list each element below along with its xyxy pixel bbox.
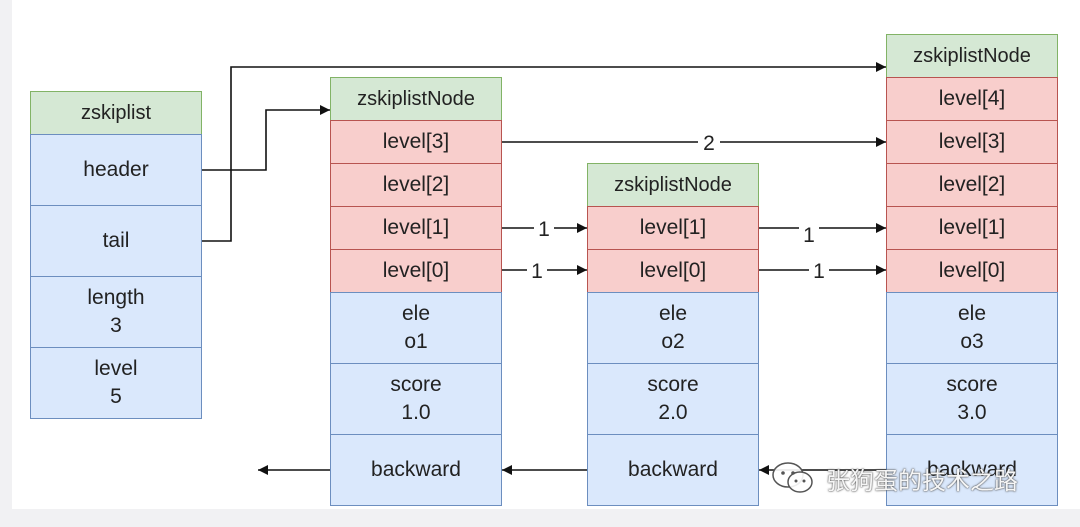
tail-pointer-arrow xyxy=(202,62,886,242)
node-1-ele: ele o1 xyxy=(330,292,502,364)
node-3-title: zskiplistNode xyxy=(886,34,1058,78)
node-3-title-text: zskiplistNode xyxy=(913,45,1031,67)
span-label-node-2-level-1: 1 xyxy=(803,224,815,247)
node-3-level-2: level[2] xyxy=(886,163,1058,207)
node-2-level-0-text: level[0] xyxy=(639,259,707,282)
node-2-ele-label: ele xyxy=(658,302,688,325)
watermark: 张狗蛋的技术之路 xyxy=(770,456,1018,500)
node-1-title-text: zskiplistNode xyxy=(357,88,475,110)
zskiplist-tail-field: tail xyxy=(30,205,202,277)
left-margin-strip xyxy=(0,0,12,527)
zskiplist-level-label: level xyxy=(94,357,138,380)
node-1-backward: backward xyxy=(330,434,502,506)
node-2-score-value: 2.0 xyxy=(658,401,688,424)
zskiplist-length-value: 3 xyxy=(110,314,122,337)
zskiplist-title-text: zskiplist xyxy=(80,102,151,124)
node-1-backward-text: backward xyxy=(371,458,461,481)
node-2-title-text: zskiplistNode xyxy=(614,174,732,196)
node-3-ele-label: ele xyxy=(957,302,987,325)
span-label-node-1-level-0: 1 xyxy=(531,260,543,283)
node-2-level-1-text: level[1] xyxy=(639,216,707,239)
watermark-text: 张狗蛋的技术之路 xyxy=(826,466,1018,495)
node-1-ele-label: ele xyxy=(401,302,431,325)
node-2-backward: backward xyxy=(587,434,759,506)
node-2-title: zskiplistNode xyxy=(587,163,759,207)
node-3-level-1-text: level[1] xyxy=(938,216,1006,239)
node-3-level-3: level[3] xyxy=(886,120,1058,164)
node-2-ele: ele o2 xyxy=(587,292,759,364)
node-3-ele-value: o3 xyxy=(960,330,984,353)
span-label-node-2-level-0: 1 xyxy=(813,260,825,283)
zskiplist-title: zskiplist xyxy=(30,91,202,135)
zskiplist-length-field: length 3 xyxy=(30,276,202,348)
bottom-margin-strip xyxy=(0,509,1080,527)
span-label-node-1-level-1: 1 xyxy=(538,218,550,241)
node-1-score-label: score xyxy=(390,373,442,396)
wechat-icon xyxy=(772,462,813,493)
zskiplist-header-field: header xyxy=(30,134,202,206)
node-1-score-value: 1.0 xyxy=(401,401,431,424)
node-1-level-0: level[0] xyxy=(330,249,502,293)
zskiplist-header-text: header xyxy=(83,158,149,181)
node-3-score-value: 3.0 xyxy=(957,401,987,424)
node-2-ele-value: o2 xyxy=(661,330,685,353)
node-3-level-2-text: level[2] xyxy=(938,173,1006,196)
node-3-level-3-text: level[3] xyxy=(938,130,1006,153)
node-1-level-1: level[1] xyxy=(330,206,502,250)
node-2-backward-text: backward xyxy=(628,458,718,481)
node-2-score: score 2.0 xyxy=(587,363,759,435)
node-3-backward: backward xyxy=(886,434,1058,506)
zskiplist-tail-text: tail xyxy=(102,229,130,252)
node-1-level-3: level[3] xyxy=(330,120,502,164)
node-2-level-0: level[0] xyxy=(587,249,759,293)
node-2-score-label: score xyxy=(647,373,699,396)
node-3-score: score 3.0 xyxy=(886,363,1058,435)
span-label-level-3: 2 xyxy=(703,132,715,155)
node-1-level-3-text: level[3] xyxy=(382,130,450,153)
node-2-level-1: level[1] xyxy=(587,206,759,250)
zskiplist-length-label: length xyxy=(87,286,145,309)
node-1-level-0-text: level[0] xyxy=(382,259,450,282)
node-1-score: score 1.0 xyxy=(330,363,502,435)
node-1-level-2: level[2] xyxy=(330,163,502,207)
zskiplist-level-field: level 5 xyxy=(30,347,202,419)
node-1-ele-value: o1 xyxy=(404,330,428,353)
node-3-level-0-text: level[0] xyxy=(938,259,1006,282)
header-pointer-arrow xyxy=(202,105,330,171)
node-3-score-label: score xyxy=(946,373,998,396)
node-1-level-1-text: level[1] xyxy=(382,216,450,239)
node-1-level-2-text: level[2] xyxy=(382,173,450,196)
zskiplist-level-value: 5 xyxy=(110,385,122,408)
node-3-backward-text: backward xyxy=(927,458,1017,481)
node-3-level-4-text: level[4] xyxy=(938,87,1006,110)
